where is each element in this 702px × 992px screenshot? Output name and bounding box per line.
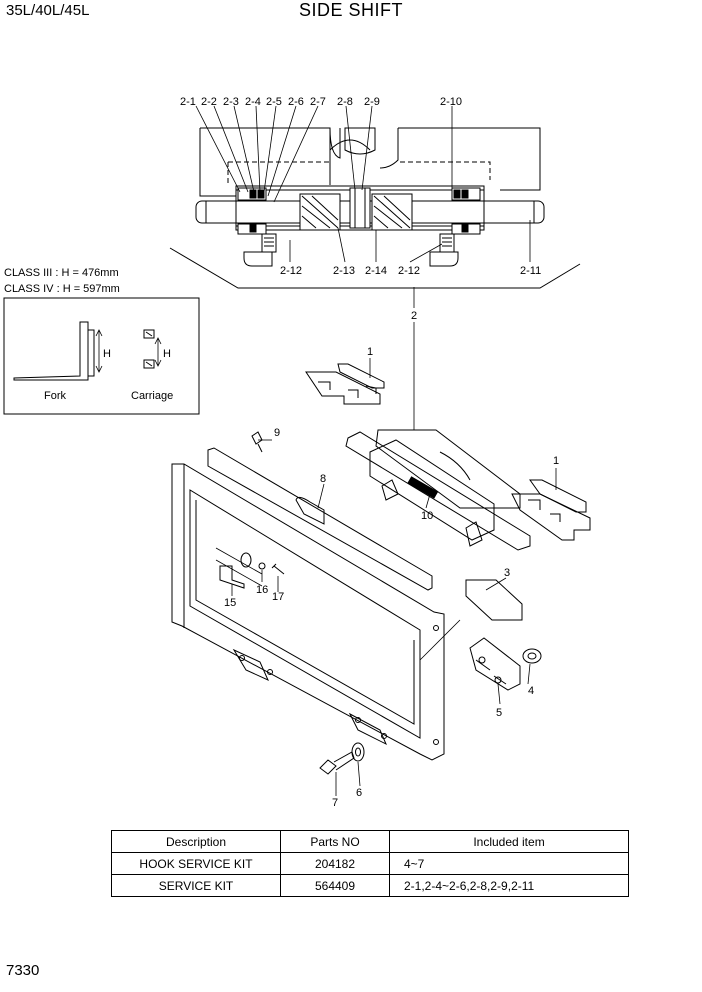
callout-6: 6 [356, 787, 362, 799]
callout-2-7: 2-7 [310, 96, 326, 108]
callout-9: 9 [274, 427, 280, 439]
class-iv-note: CLASS IV : H = 597mm [4, 283, 120, 295]
header-included-item: Included item [389, 830, 629, 853]
callout-2-5: 2-5 [266, 96, 282, 108]
callout-1-right: 1 [553, 455, 559, 467]
callout-2-9: 2-9 [364, 96, 380, 108]
cell-description: SERVICE KIT [111, 874, 281, 897]
callout-2-10: 2-10 [440, 96, 462, 108]
callout-2-8: 2-8 [337, 96, 353, 108]
cell-parts-no: 204182 [280, 852, 390, 875]
exploded-leader-lines [231, 358, 557, 796]
callout-2-6: 2-6 [288, 96, 304, 108]
nut-part-4 [522, 648, 542, 664]
callout-10: 10 [421, 510, 433, 522]
table-header-row: Description Parts NO Included item [111, 830, 629, 853]
callout-2-11: 2-11 [520, 265, 541, 277]
fork-label: Fork [44, 390, 67, 402]
page-number: 7330 [6, 962, 40, 979]
table-row: HOOK SERVICE KIT 204182 4~7 [111, 852, 629, 875]
fork-h-label: H [103, 348, 111, 360]
class-iii-note: CLASS III : H = 476mm [4, 267, 119, 279]
callout-15: 15 [224, 597, 236, 609]
callout-3: 3 [504, 567, 510, 579]
callout-2-3: 2-3 [223, 96, 239, 108]
callout-8: 8 [320, 473, 326, 485]
callout-2-14: 2-14 [365, 265, 387, 277]
cell-included-item: 4~7 [389, 852, 629, 875]
bracket-part-15 [219, 552, 252, 589]
carriage-frame-part-8 [171, 447, 445, 761]
callout-2-4: 2-4 [245, 96, 261, 108]
slide-bar-part-3 [465, 579, 523, 621]
parts-table: Description Parts NO Included item HOOK … [111, 830, 629, 897]
cell-description: HOOK SERVICE KIT [111, 852, 281, 875]
header-description: Description [111, 830, 281, 853]
callout-17: 17 [272, 591, 284, 603]
page-title: SIDE SHIFT [298, 0, 403, 20]
callout-4: 4 [528, 685, 534, 697]
callout-2-12-left: 2-12 [280, 265, 302, 277]
hook-part-5 [469, 637, 521, 691]
bolt-part-17 [271, 563, 285, 575]
class-height-inset [3, 297, 200, 415]
cylinder-assembly [345, 429, 531, 551]
bolt-part-7 [319, 751, 355, 775]
table-row: SERVICE KIT 564409 2-1,2-4~2-6,2-8,2-9,2… [111, 874, 629, 897]
model-label: 35L/40L/45L [6, 2, 90, 19]
top-leader-lines [195, 105, 531, 430]
header-parts-no: Parts NO [280, 830, 390, 853]
cell-parts-no: 564409 [280, 874, 390, 897]
callout-2-12-right: 2-12 [398, 265, 420, 277]
washer-part-16 [258, 562, 266, 570]
callout-5: 5 [496, 707, 502, 719]
callout-16: 16 [256, 584, 268, 596]
cylinder-section-view [169, 127, 581, 289]
callout-2-2: 2-2 [201, 96, 217, 108]
callout-2-13: 2-13 [333, 265, 355, 277]
callout-2: 2 [411, 310, 417, 322]
callout-7: 7 [332, 797, 338, 809]
carriage-h-label: H [163, 348, 171, 360]
callout-2-1: 2-1 [180, 96, 196, 108]
callout-1-left: 1 [367, 346, 373, 358]
cell-included-item: 2-1,2-4~2-6,2-8,2-9,2-11 [389, 874, 629, 897]
grease-nipple-part-9 [251, 431, 263, 453]
carriage-label: Carriage [131, 390, 173, 402]
bearing-part-1 [305, 363, 591, 541]
